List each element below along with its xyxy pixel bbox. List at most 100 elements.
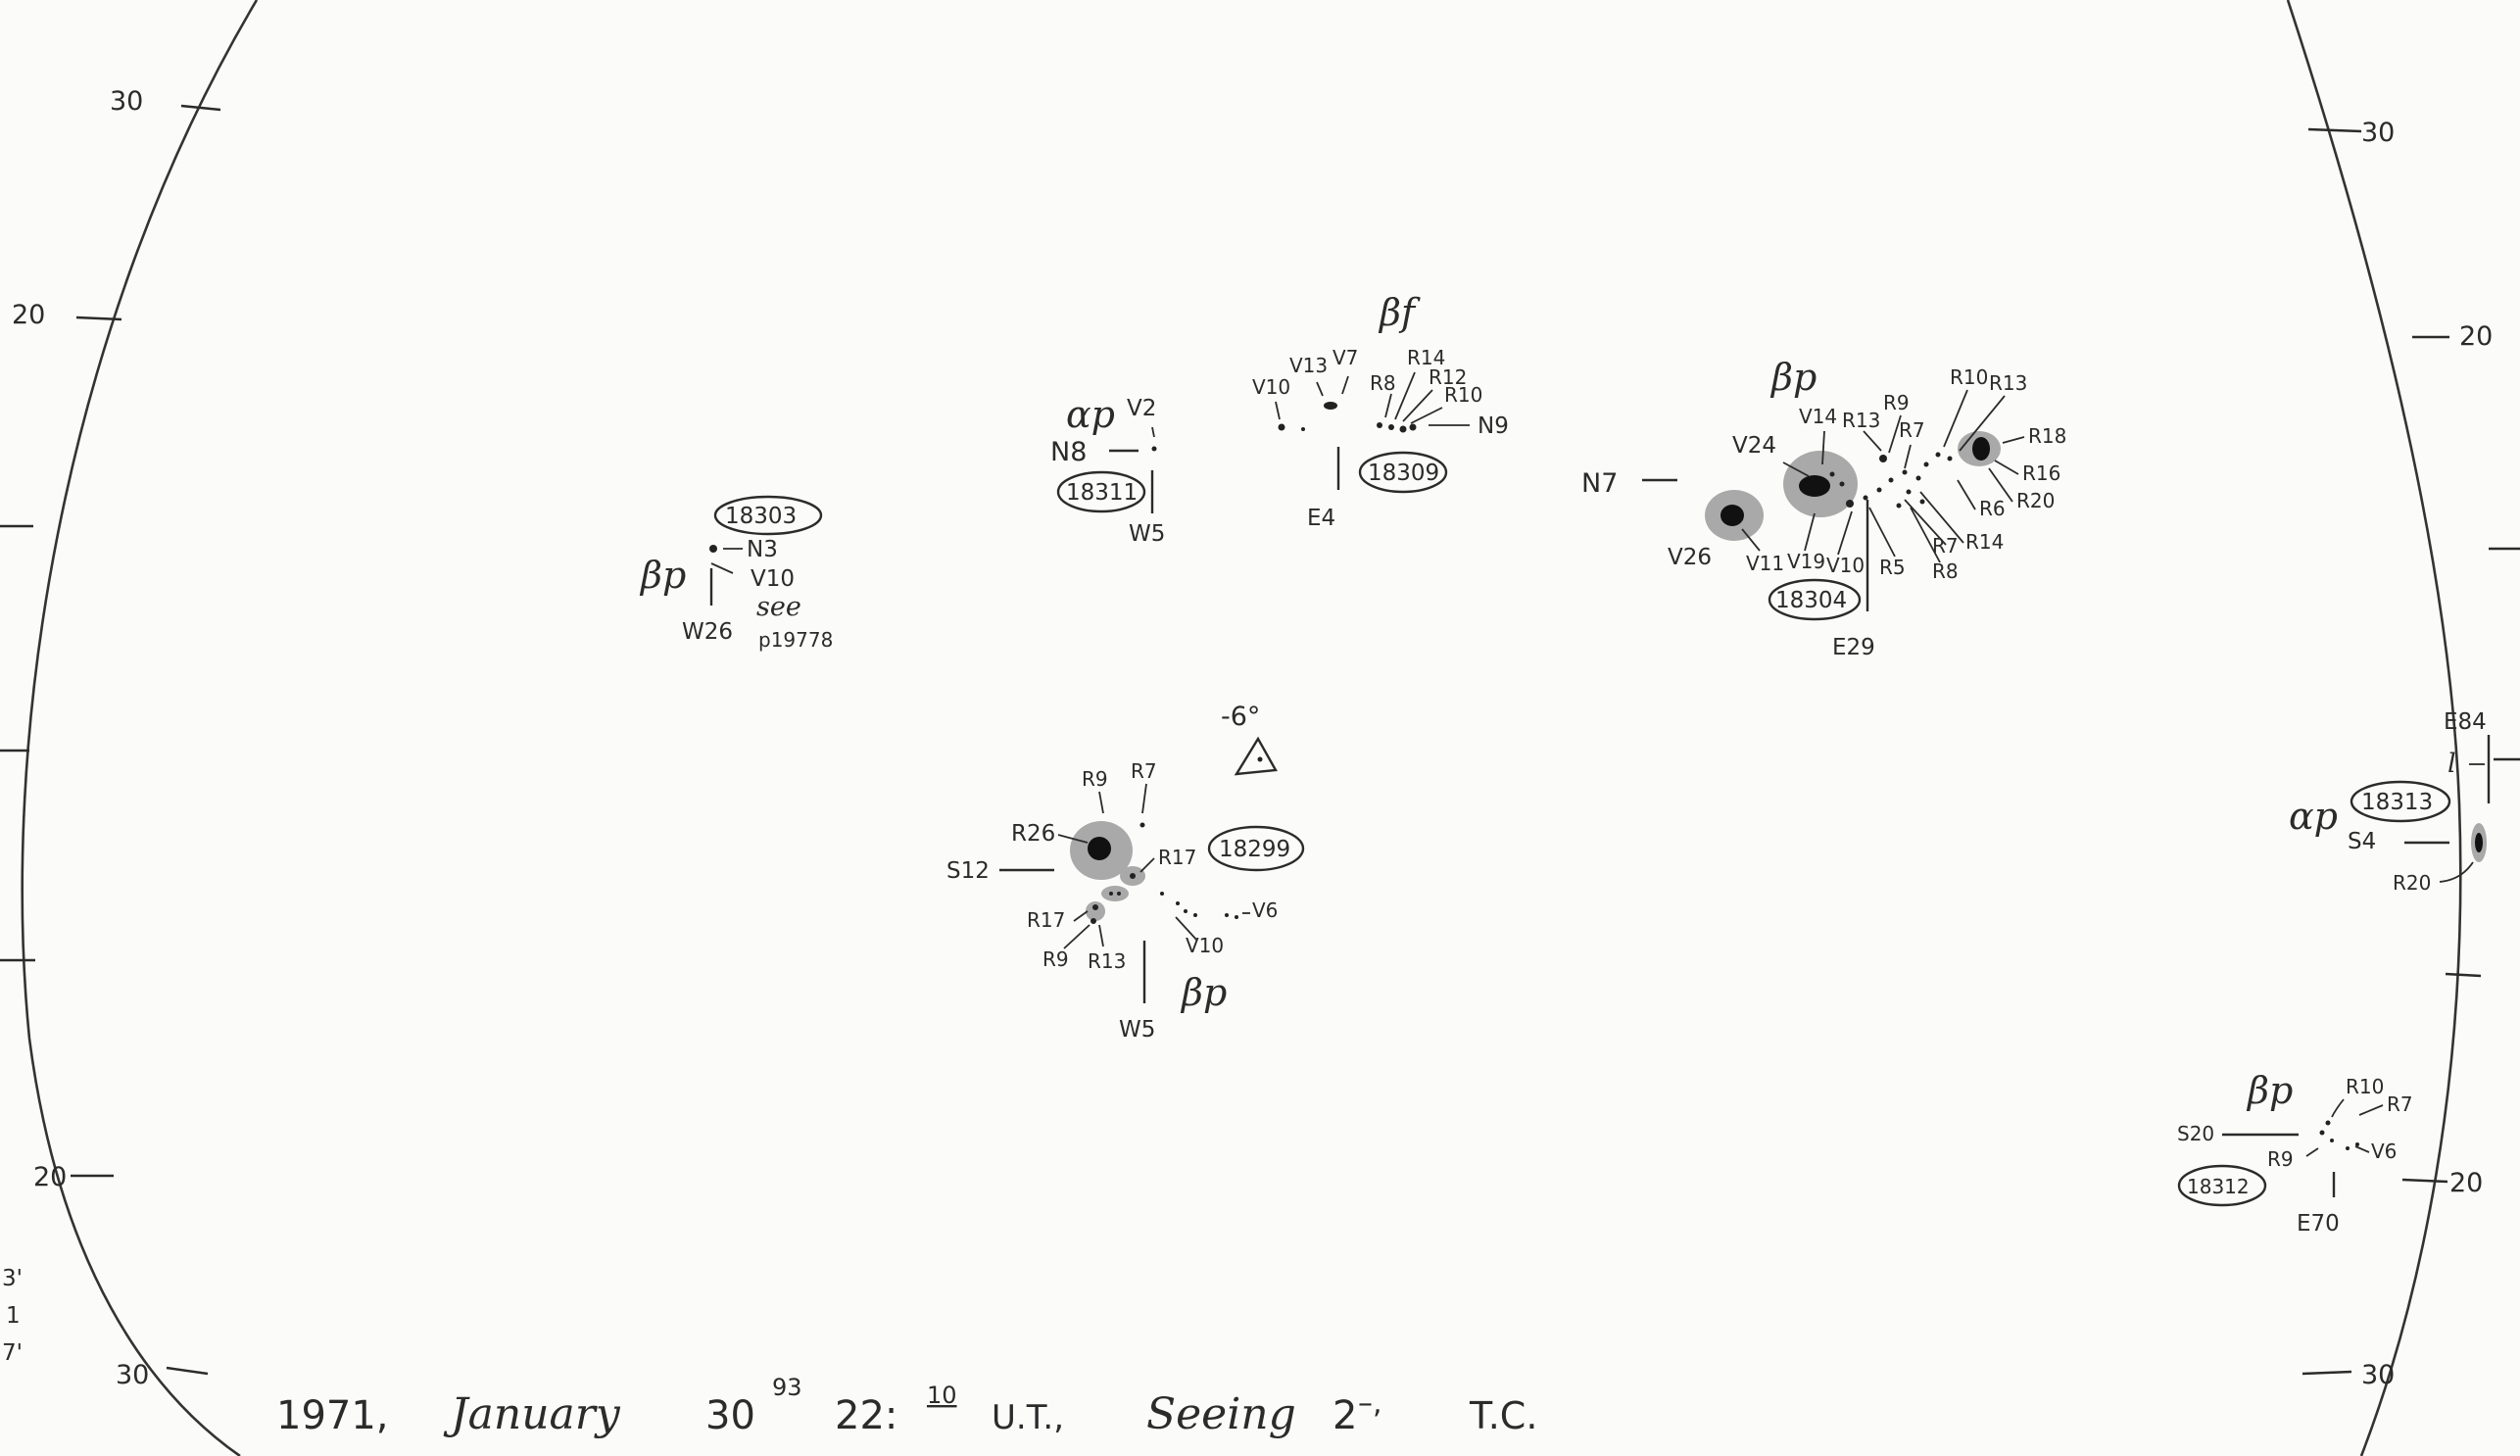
region-label: R17 — [1027, 908, 1065, 932]
orientation-marker: -6° — [1221, 702, 1278, 776]
sunspot — [2325, 1120, 2331, 1126]
region-label: V7 — [1333, 346, 1358, 369]
region-number-oval — [2350, 780, 2451, 823]
region-label: R13 — [1088, 949, 1126, 973]
region-number-oval — [1207, 825, 1305, 872]
region-label: V19 — [1787, 550, 1825, 573]
region-number-oval — [1056, 470, 1146, 513]
region-class: βf — [1378, 291, 1421, 334]
region-label: R7 — [1899, 418, 1925, 442]
right-tick-label-20-south: 20 — [2449, 1168, 2483, 1198]
left-tick-label-30-south: 30 — [116, 1360, 149, 1390]
region-label: S12 — [946, 858, 990, 884]
region-label: R9 — [2267, 1147, 2294, 1171]
region-label: R5 — [1879, 556, 1906, 579]
region-label: V13 — [1289, 354, 1328, 377]
sunspot — [709, 545, 717, 553]
region-label: W5 — [1129, 521, 1165, 547]
region-note: see — [756, 592, 801, 622]
region-label: N3 — [747, 537, 778, 562]
sunspot — [1409, 423, 1417, 431]
orientation-angle-label: -6° — [1221, 702, 1260, 732]
region-label: V14 — [1799, 405, 1837, 428]
region-class: αp — [2289, 795, 2338, 838]
region-18299: R9 R7 R26 R17 S12 V6 R17 R9 R13 V10 W5 β… — [946, 759, 1305, 1043]
region-label: R10 — [1950, 365, 1988, 389]
sunspot — [1130, 873, 1136, 879]
caption-month: January — [443, 1389, 621, 1439]
sunspot — [2319, 1130, 2325, 1136]
right-tick-label-20-north: 20 — [2459, 321, 2493, 352]
solar-limb-left — [21, 0, 259, 1456]
region-18303: 18303 βp N3 V10 W26 see p19778 — [639, 495, 833, 652]
region-label: R7 — [1932, 534, 1959, 558]
region-label: R18 — [2028, 424, 2066, 448]
region-label: S20 — [2177, 1122, 2214, 1145]
orientation-triangle — [1234, 736, 1278, 776]
region-label: E70 — [2297, 1211, 2340, 1237]
region-number-oval — [1358, 451, 1448, 494]
caption-observer: T.C. — [1469, 1394, 1537, 1437]
region-label: W5 — [1119, 1017, 1155, 1043]
region-number: 18309 — [1368, 461, 1439, 486]
region-label: N8 — [1050, 437, 1087, 467]
region-label: V6 — [2371, 1140, 2397, 1163]
sunspot-penumbra — [1086, 901, 1105, 921]
region-label: R8 — [1932, 559, 1959, 583]
region-label: V10 — [1186, 934, 1224, 957]
region-number-oval — [713, 495, 823, 536]
region-label: R9 — [1883, 391, 1910, 414]
region-label: V24 — [1732, 433, 1776, 459]
region-label: R7 — [2387, 1092, 2413, 1116]
caption-seeing-mark: –, — [1358, 1386, 1382, 1421]
region-18312: βp S20 R10 R7 R9 V6 18312 E70 — [2177, 1069, 2413, 1237]
region-label: R20 — [2016, 489, 2055, 512]
sunspot — [2355, 1142, 2359, 1146]
region-number-oval — [1768, 578, 1862, 621]
region-label: R13 — [1842, 409, 1880, 432]
region-label: R17 — [1158, 846, 1196, 869]
region-label: R6 — [1979, 497, 2006, 520]
margin-fragment-1: 3' — [2, 1266, 23, 1291]
sunspot — [1151, 446, 1157, 452]
region-number: 18311 — [1066, 480, 1138, 506]
region-18313: E84 l 18313 αp S4 R20 — [2289, 709, 2491, 895]
region-label: N9 — [1478, 413, 1509, 439]
left-tick-label-20-north: 20 — [12, 300, 45, 330]
region-label: R20 — [2393, 871, 2431, 895]
sunspot — [1377, 422, 1382, 428]
region-label: N7 — [1581, 468, 1618, 499]
region-class: βp — [2246, 1069, 2293, 1112]
left-latitude-ticks: 30 20 20 30 — [0, 86, 221, 1390]
region-label: V10 — [1826, 554, 1865, 577]
region-label: S4 — [2348, 829, 2376, 854]
sunspot-penumbra — [1101, 886, 1129, 901]
region-label: V2 — [1127, 396, 1156, 421]
sunspot — [1092, 904, 1098, 910]
region-label: R14 — [1965, 530, 2004, 554]
sunspot — [1388, 424, 1394, 430]
sunspot — [2346, 1146, 2350, 1150]
region-label: R26 — [1011, 821, 1055, 847]
region-label: R9 — [1082, 767, 1108, 791]
sunspot — [1846, 500, 1854, 508]
region-label: R7 — [1131, 759, 1157, 783]
region-number: 18313 — [2361, 790, 2433, 815]
caption-year: 1971, — [276, 1393, 389, 1438]
sunspot — [1879, 455, 1887, 462]
sunspot — [1324, 402, 1337, 410]
region-label: E29 — [1832, 635, 1875, 660]
caption-time: 22: — [835, 1393, 897, 1438]
sunspot-umbra — [1799, 475, 1830, 497]
right-tick-label-30-south: 30 — [2361, 1360, 2395, 1390]
region-label: R13 — [1989, 371, 2027, 395]
region-label: V11 — [1746, 552, 1784, 575]
sunspot — [1090, 918, 1096, 924]
region-note: p19778 — [758, 628, 833, 652]
region-label: R9 — [1042, 947, 1069, 971]
sunspot-umbra — [2475, 833, 2483, 852]
right-latitude-ticks: 30 20 20 30 — [2302, 118, 2520, 1390]
caption-time-suffix: U.T., — [992, 1398, 1064, 1437]
sunspot — [1278, 423, 1285, 431]
